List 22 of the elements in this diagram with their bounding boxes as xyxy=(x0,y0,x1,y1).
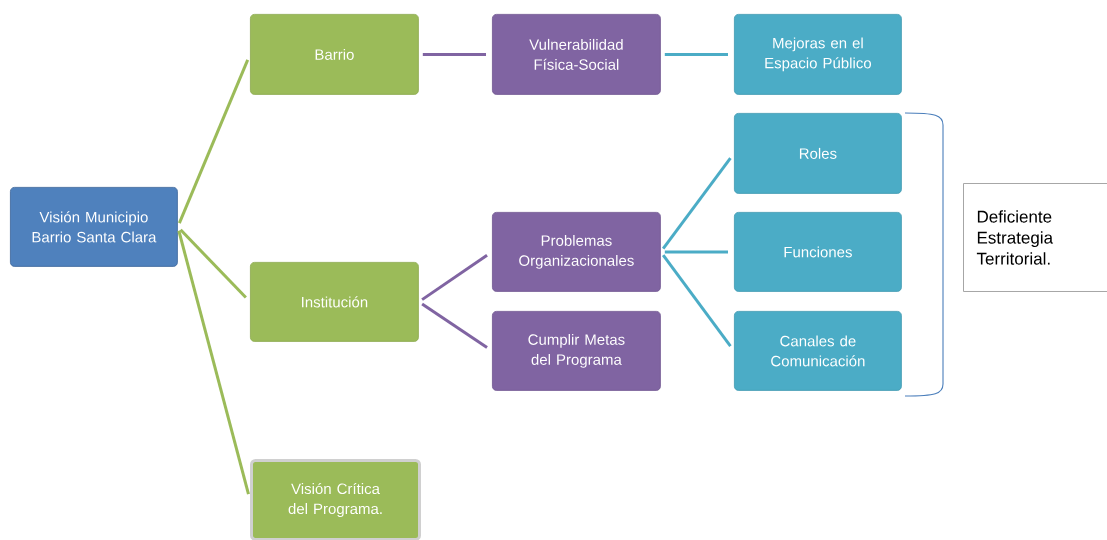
category-box: Visión Crítica del Programa. xyxy=(250,459,421,540)
connector-line xyxy=(664,52,728,56)
issue-box: Cumplir Metas del Programa xyxy=(492,311,661,391)
issue-box: Problemas Organizacionales xyxy=(492,212,661,292)
connector-line xyxy=(662,157,732,250)
connector-line xyxy=(661,254,732,347)
connector-line xyxy=(421,254,488,301)
connector-line xyxy=(179,228,247,299)
conclusion-box: Deficiente Estrategia Territorial. xyxy=(963,183,1107,292)
detail-box: Funciones xyxy=(734,212,902,292)
detail-box: Canales de Comunicación xyxy=(734,311,902,391)
category-box: Institución xyxy=(250,262,419,342)
connector-line xyxy=(177,230,250,495)
issue-box: Vulnerabilidad Física-Social xyxy=(492,14,661,95)
root-box: Visión Municipio Barrio Santa Clara xyxy=(10,187,178,267)
category-box: Barrio xyxy=(250,14,419,95)
connector-line xyxy=(664,250,728,254)
detail-box: Roles xyxy=(734,113,902,194)
connector-line xyxy=(421,302,488,349)
detail-box: Mejoras en el Espacio Público xyxy=(734,14,902,95)
connector-line xyxy=(422,52,486,56)
connector-line xyxy=(177,59,250,224)
